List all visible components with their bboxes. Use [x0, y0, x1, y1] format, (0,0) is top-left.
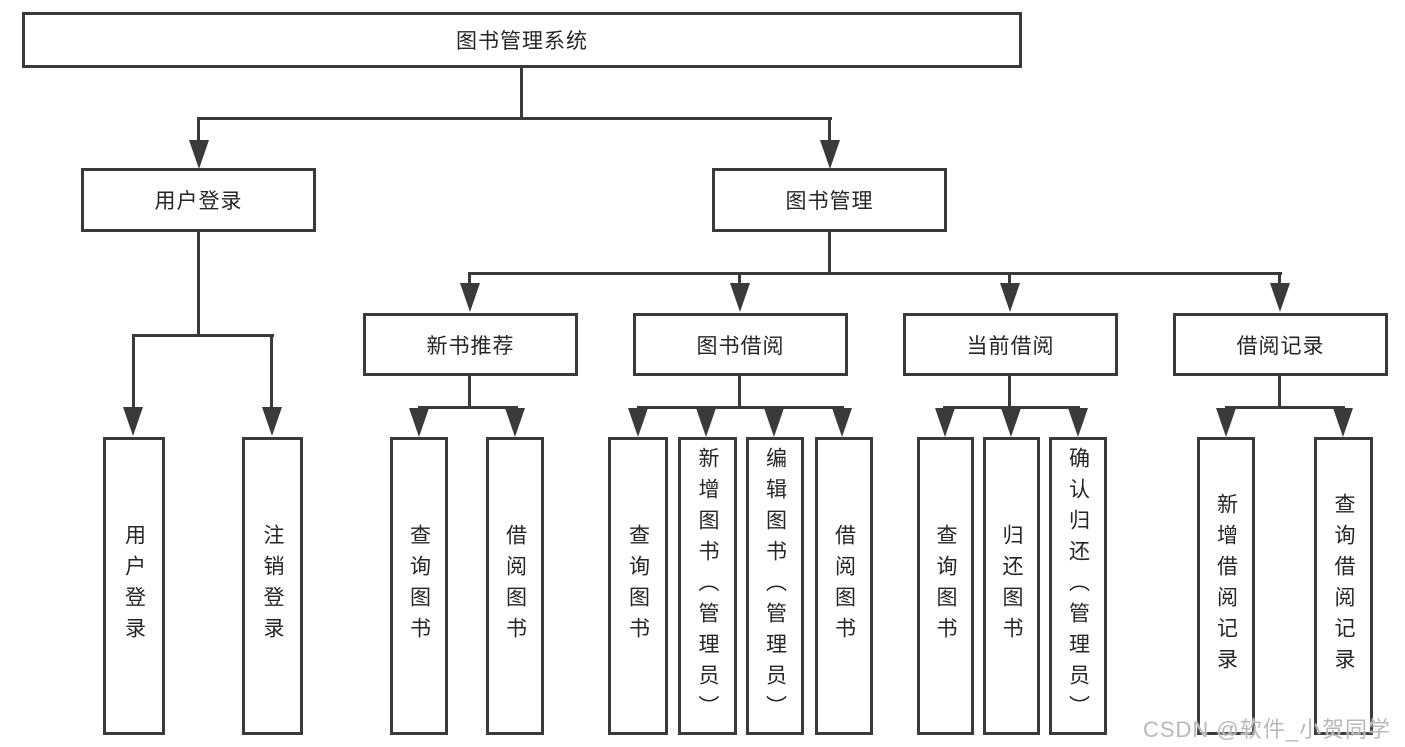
connector-leaf-rail: [1225, 406, 1345, 409]
leaf-confirm-return-admin: 确认归还（管理员）: [1049, 437, 1107, 735]
node-current-borrow: 当前借阅: [903, 313, 1118, 376]
leaf-user-login: 用户登录: [103, 437, 165, 735]
connector-drop: [468, 272, 471, 286]
arrow-down-icon: [409, 408, 429, 437]
leaf-return-book: 归还图书: [983, 437, 1040, 735]
connector-user-login-rail: [132, 334, 274, 337]
arrow-down-icon: [505, 408, 525, 437]
connector-leaf-rail: [637, 406, 844, 409]
node-book-management: 图书管理: [712, 168, 947, 232]
connector-drop: [197, 117, 200, 143]
leaf-borrow-books-2: 借阅图书: [815, 437, 873, 735]
node-root: 图书管理系统: [22, 12, 1022, 68]
arrow-down-icon: [832, 408, 852, 437]
leaf-query-books-3: 查询图书: [917, 437, 974, 735]
arrow-down-icon: [696, 408, 716, 437]
node-new-book-recommend: 新书推荐: [363, 313, 578, 376]
connector-drop: [1278, 272, 1281, 286]
arrow-down-icon: [460, 283, 480, 312]
connector-user-login-stub: [197, 230, 200, 337]
arrow-down-icon: [1333, 408, 1353, 437]
connector-drop: [828, 117, 831, 143]
arrow-down-icon: [1216, 408, 1236, 437]
arrow-down-icon: [123, 407, 143, 436]
leaf-query-books-1: 查询图书: [390, 437, 448, 735]
leaf-query-borrow-record: 查询借阅记录: [1314, 437, 1373, 735]
node-user-login: 用户登录: [81, 168, 316, 232]
leaf-borrow-books-1: 借阅图书: [486, 437, 544, 735]
connector-stub: [1278, 374, 1281, 409]
leaf-query-books-2: 查询图书: [608, 437, 668, 735]
connector-level1-rail: [198, 117, 832, 120]
arrow-down-icon: [730, 283, 750, 312]
arrow-down-icon: [1001, 408, 1021, 437]
arrow-down-icon: [1068, 408, 1088, 437]
arrow-down-icon: [935, 408, 955, 437]
arrow-down-icon: [820, 140, 840, 169]
csdn-watermark: CSDN @软件_小贺同学: [1142, 717, 1391, 742]
node-borrow-records: 借阅记录: [1173, 313, 1388, 376]
leaf-add-borrow-record: 新增借阅记录: [1197, 437, 1255, 735]
connector-drop: [270, 334, 273, 410]
leaf-edit-book-admin: 编辑图书（管理员）: [746, 437, 804, 735]
connector-drop: [1008, 272, 1011, 286]
connector-drop: [132, 334, 135, 410]
arrow-down-icon: [1270, 283, 1290, 312]
connector-level3-rail: [469, 272, 1282, 275]
connector-root-stub: [520, 66, 523, 119]
arrow-down-icon: [628, 408, 648, 437]
connector-book-mgmt-stub: [828, 230, 831, 275]
node-book-borrow: 图书借阅: [633, 313, 848, 376]
arrow-down-icon: [1000, 283, 1020, 312]
connector-stub: [468, 374, 471, 409]
leaf-add-book-admin: 新增图书（管理员）: [678, 437, 737, 735]
connector-drop: [738, 272, 741, 286]
connector-leaf-rail: [943, 406, 1080, 409]
connector-stub: [1008, 374, 1011, 409]
leaf-logout: 注销登录: [242, 437, 303, 735]
arrow-down-icon: [764, 408, 784, 437]
arrow-down-icon: [189, 140, 209, 169]
connector-stub: [738, 374, 741, 409]
arrow-down-icon: [262, 407, 282, 436]
connector-leaf-rail: [418, 406, 518, 409]
